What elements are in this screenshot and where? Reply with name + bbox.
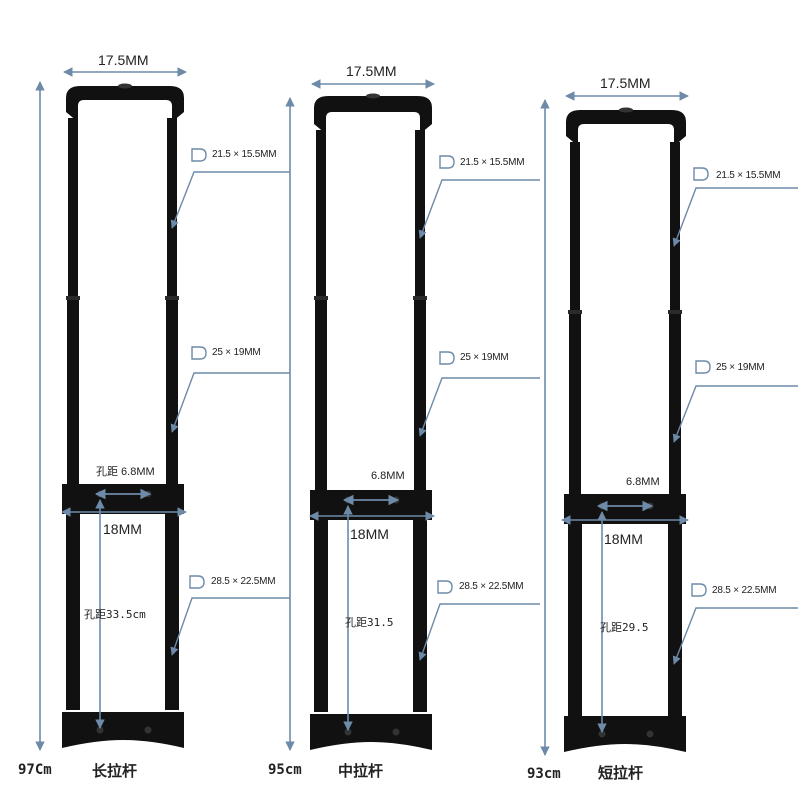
- section-icon: [437, 580, 453, 594]
- top-grip: [566, 110, 686, 146]
- leader-bottom: [672, 607, 798, 665]
- section-icon: [191, 346, 207, 360]
- right-tube-middle: [166, 298, 178, 488]
- hole-spacing-label: 孔距 6.8MM: [96, 466, 155, 478]
- hole-spacing-label: 6.8MM: [626, 476, 660, 488]
- section-icon: [439, 351, 455, 365]
- section-top-label: 21.5 × 15.5MM: [460, 157, 525, 168]
- left-tube-lower: [314, 518, 328, 712]
- left-tube-lower: [66, 512, 80, 710]
- height-label: 93cm: [527, 766, 561, 782]
- leader-middle: [418, 377, 540, 437]
- bar-width-label: 18MM: [604, 531, 643, 547]
- right-tube-upper: [167, 118, 177, 300]
- section-icon: [693, 167, 709, 181]
- grip-button: [118, 83, 132, 89]
- section-icon: [191, 148, 207, 162]
- mount-pitch-label: 孔距29.5: [600, 621, 649, 634]
- handle-short: [540, 91, 798, 756]
- right-tube-lower: [413, 518, 427, 712]
- leader-bottom: [418, 603, 540, 661]
- section-icon: [439, 155, 455, 169]
- right-tube-middle: [669, 312, 681, 496]
- leader-middle: [672, 385, 798, 443]
- top-width-label: 17.5MM: [600, 75, 651, 91]
- section-middle-label: 25 × 19MM: [716, 362, 765, 373]
- section-middle-label: 25 × 19MM: [212, 347, 261, 358]
- handle-long: [35, 67, 290, 751]
- left-tube-middle: [569, 312, 581, 496]
- right-tube-upper: [415, 130, 425, 300]
- left-tube-upper: [68, 118, 78, 300]
- grip-button: [619, 107, 633, 113]
- right-tube-middle: [414, 298, 426, 492]
- top-width-label: 17.5MM: [346, 63, 397, 79]
- leader-top: [170, 171, 290, 229]
- left-tube-lower: [568, 522, 582, 716]
- mount-pitch-label: 孔距33.5cm: [84, 608, 146, 621]
- mount-pitch-label: 孔距31.5: [345, 616, 394, 629]
- top-grip: [314, 96, 432, 134]
- model-name: 长拉杆: [92, 762, 138, 780]
- section-icon: [695, 360, 711, 374]
- leader-middle: [170, 372, 290, 433]
- model-name: 中拉杆: [338, 762, 384, 780]
- height-label: 95cm: [268, 762, 302, 778]
- height-label: 97Cm: [18, 762, 52, 778]
- left-tube-upper: [570, 142, 580, 314]
- section-bottom-label: 28.5 × 22.5MM: [211, 576, 276, 587]
- cross-bar: [62, 484, 184, 514]
- bottom-base: [62, 712, 184, 748]
- bottom-base: [310, 714, 432, 750]
- top-width-label: 17.5MM: [98, 52, 149, 68]
- leader-top: [418, 179, 540, 239]
- section-top-label: 21.5 × 15.5MM: [212, 149, 277, 160]
- bar-width-label: 18MM: [350, 526, 389, 542]
- handle-medium: [285, 79, 540, 751]
- bottom-base: [564, 716, 686, 752]
- section-icon: [691, 583, 707, 597]
- section-middle-label: 25 × 19MM: [460, 352, 509, 363]
- model-name: 短拉杆: [598, 764, 644, 782]
- right-tube-upper: [670, 142, 680, 314]
- bar-width-label: 18MM: [103, 521, 142, 537]
- section-top-label: 21.5 × 15.5MM: [716, 170, 781, 181]
- leader-top: [672, 187, 798, 247]
- section-bottom-label: 28.5 × 22.5MM: [459, 581, 524, 592]
- section-bottom-label: 28.5 × 22.5MM: [712, 585, 777, 596]
- leader-bottom: [170, 597, 290, 656]
- right-tube-lower: [668, 522, 682, 716]
- section-icon: [189, 575, 205, 589]
- right-tube-lower: [165, 512, 179, 710]
- left-tube-middle: [315, 298, 327, 492]
- hole-spacing-label: 6.8MM: [371, 470, 405, 482]
- top-grip: [66, 86, 184, 122]
- left-tube-upper: [316, 130, 326, 300]
- grip-button: [366, 93, 380, 99]
- left-tube-middle: [67, 298, 79, 488]
